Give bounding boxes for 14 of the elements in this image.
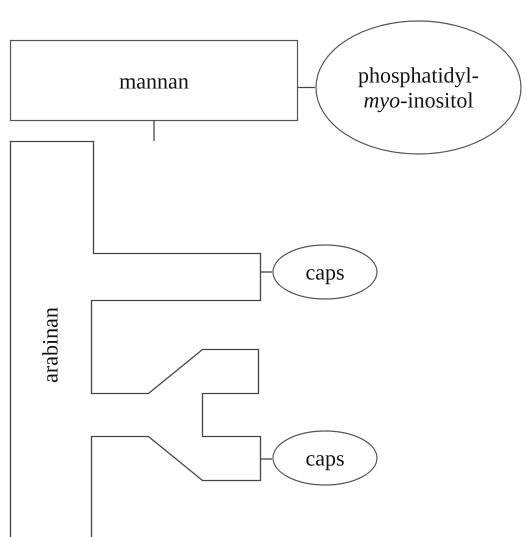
- arabinan-branch-shape: [10, 141, 260, 537]
- link-line: [260, 458, 272, 460]
- lipid-name: phosphatidyl-myo-inositol: [357, 62, 480, 113]
- component-label: caps: [304, 445, 346, 471]
- mannan-box: [10, 40, 298, 121]
- component-label: caps: [304, 259, 346, 285]
- link-line: [298, 86, 315, 88]
- component-label: mannan: [118, 68, 190, 94]
- caps-ellipse: [272, 244, 378, 300]
- link-line: [260, 271, 272, 273]
- caps-ellipse: [272, 430, 378, 486]
- link-line: [153, 121, 155, 141]
- lipid-anchor-ellipse: [315, 20, 522, 155]
- arabinan-label: arabinan: [37, 307, 63, 383]
